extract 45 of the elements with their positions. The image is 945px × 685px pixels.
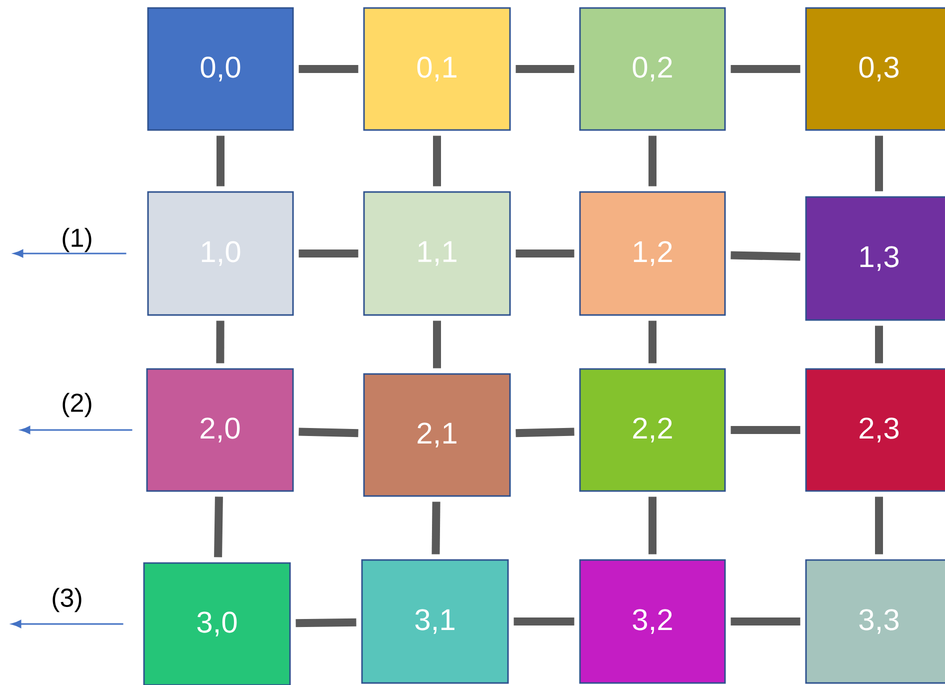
connector-bar [875,136,883,192]
edge-label: (2) [62,392,92,418]
grid-cell-box: 2,3 [805,368,945,492]
connector-bar [433,136,441,186]
connector-bar [730,618,800,626]
grid-cell-box: 1,1 [363,191,511,316]
connector-bar [298,65,358,73]
grid-cell-box: 2,1 [363,373,511,497]
grid-cell-box: 0,2 [579,7,726,131]
connector-bar [516,65,574,73]
grid-cell-box: 2,2 [579,368,726,492]
grid-cell-box: 0,0 [147,7,294,131]
connector-bar [298,250,358,258]
connector-bar [648,496,656,554]
connector-bar [432,502,440,554]
connector-bar [516,250,574,258]
connector-bar [875,496,883,554]
arrow [12,620,124,628]
connector-bar [216,136,224,186]
grid-cell-box: 3,3 [805,559,945,684]
connector-bar [216,320,224,364]
connector-bar [648,136,656,186]
connector-bar [433,320,441,368]
grid-cell-box: 0,1 [363,7,511,131]
connector-bar [730,65,800,73]
connector-bar [214,496,223,558]
connector-bar [514,618,574,626]
grid-cell-box: 3,2 [579,559,726,684]
grid-cell-box: 1,2 [579,191,726,316]
grid-cell-box: 3,0 [143,562,291,685]
grid-cell-box: 1,3 [805,196,945,321]
grid-cell-box: 3,1 [361,559,509,684]
edge-label: (1) [62,228,92,252]
connector-bar [730,251,800,261]
grid-cell-box: 0,3 [805,7,945,131]
arrow [20,426,132,434]
arrow [14,250,126,258]
connector-bar [516,428,574,438]
connector-bar [875,326,883,364]
edge-label: (3) [52,588,82,612]
connector-bar [298,428,358,438]
connector-bar [730,426,800,434]
connector-bar [296,618,356,628]
grid-cell-box: 2,0 [146,368,294,492]
connector-bar [648,320,656,364]
